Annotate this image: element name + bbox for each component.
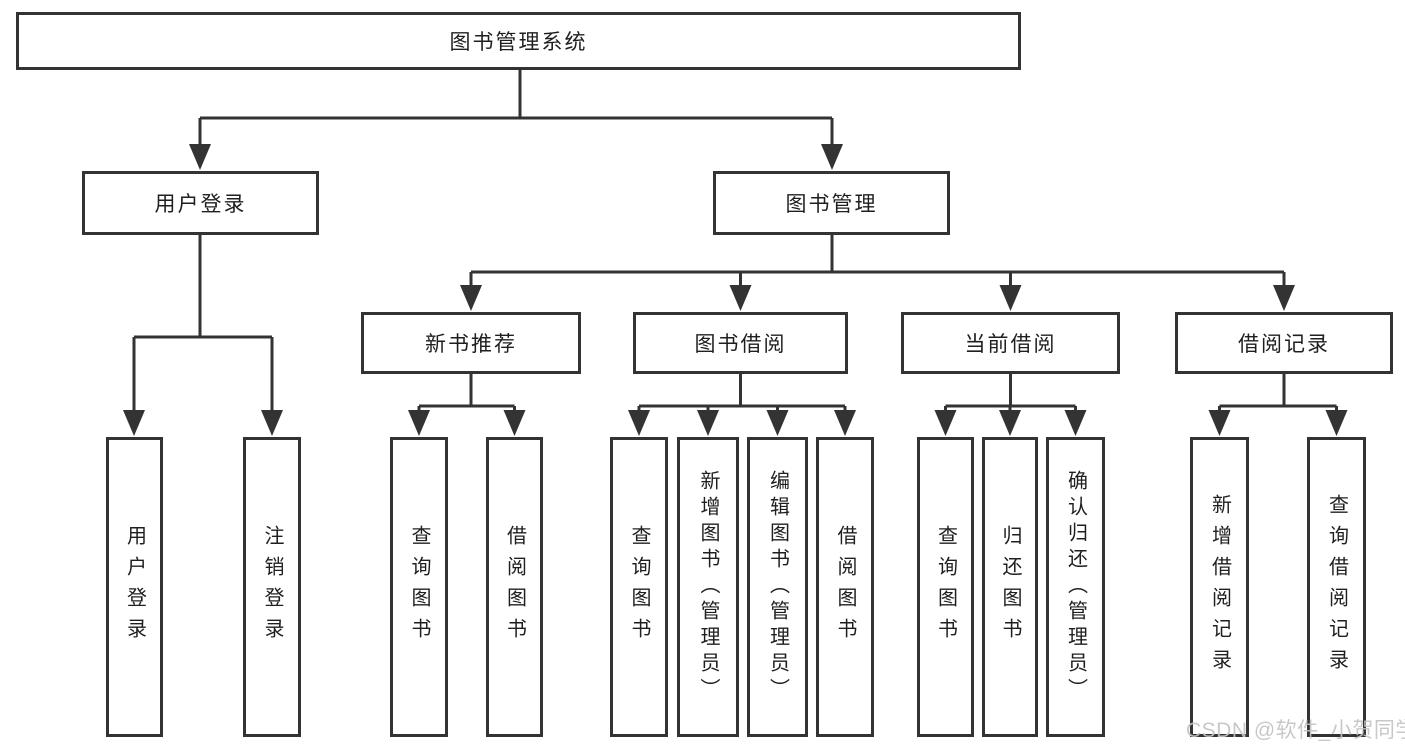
node-root: 图书管理系统 xyxy=(16,12,1021,70)
arrowhead xyxy=(460,285,482,311)
leaf-query-books-current-label: 查询图书 xyxy=(934,525,957,649)
connector-book-mgmt-branch xyxy=(469,235,1286,287)
leaf-borrow-books-recommend-label: 借阅图书 xyxy=(503,525,526,649)
arrowhead xyxy=(628,410,650,436)
leaf-query-books-recommend: 查询图书 xyxy=(390,437,448,737)
arrowhead xyxy=(1325,410,1348,436)
leaf-borrow-books-recommend: 借阅图书 xyxy=(486,437,543,737)
leaf-user-login-label: 用户登录 xyxy=(123,525,146,649)
arrowhead xyxy=(1273,285,1295,311)
leaf-add-borrow-record: 新增借阅记录 xyxy=(1190,437,1249,737)
leaf-query-books-recommend-label: 查询图书 xyxy=(408,525,430,649)
node-new-book-recommend-label: 新书推荐 xyxy=(425,333,517,356)
node-book-management-label: 图书管理 xyxy=(785,193,878,216)
connector-borrow-records-branch xyxy=(1218,374,1338,412)
leaf-query-books-current: 查询图书 xyxy=(917,437,974,737)
leaf-add-book-admin: 新增图书（管理员） xyxy=(677,437,739,737)
leaf-add-book-admin-label: 新增图书（管理员） xyxy=(697,470,719,704)
arrowhead xyxy=(729,285,752,311)
leaf-query-borrow-record: 查询借阅记录 xyxy=(1307,437,1366,737)
leaf-query-books-borrow: 查询图书 xyxy=(610,437,668,737)
node-root-label: 图书管理系统 xyxy=(449,31,588,54)
node-user-login-label: 用户登录 xyxy=(154,193,247,216)
csdn-watermark: CSDN @软件_小贺同学 xyxy=(1186,719,1405,742)
leaf-confirm-return-admin: 确认归还（管理员） xyxy=(1046,437,1105,737)
connector-level1-stubs xyxy=(198,118,834,146)
arrowhead xyxy=(123,410,145,436)
connector-new-book-branch xyxy=(417,374,516,412)
arrowhead xyxy=(261,410,283,436)
leaf-user-login: 用户登录 xyxy=(106,437,163,737)
arrowhead xyxy=(1208,410,1231,436)
arrowhead xyxy=(999,285,1022,311)
leaf-return-book: 归还图书 xyxy=(982,437,1038,737)
arrowhead xyxy=(1064,410,1087,436)
leaf-confirm-return-admin-label: 确认归还（管理员） xyxy=(1064,470,1087,704)
arrowhead xyxy=(999,410,1021,436)
arrowhead xyxy=(934,410,957,436)
arrowhead xyxy=(821,144,843,170)
arrowhead xyxy=(408,410,430,436)
arrowhead xyxy=(697,410,719,436)
node-current-borrow-label: 当前借阅 xyxy=(964,333,1057,356)
connector-user-login-branch xyxy=(132,235,274,412)
node-borrow-records-label: 借阅记录 xyxy=(1238,333,1330,356)
node-book-management: 图书管理 xyxy=(713,171,950,235)
leaf-edit-book-admin: 编辑图书（管理员） xyxy=(747,437,808,737)
node-borrow-records: 借阅记录 xyxy=(1175,312,1393,374)
leaf-query-books-borrow-label: 查询图书 xyxy=(628,525,650,649)
node-new-book-recommend: 新书推荐 xyxy=(361,312,581,374)
leaf-add-borrow-record-label: 新增借阅记录 xyxy=(1208,494,1231,680)
arrowhead xyxy=(189,144,211,170)
leaf-borrow-books-label: 借阅图书 xyxy=(834,525,856,649)
arrowhead xyxy=(834,410,856,436)
node-book-borrow: 图书借阅 xyxy=(633,312,848,374)
leaf-borrow-books: 借阅图书 xyxy=(816,437,874,737)
node-current-borrow: 当前借阅 xyxy=(901,312,1120,374)
connector-book-borrow-branch xyxy=(637,374,847,412)
leaf-logout-label: 注销登录 xyxy=(261,525,283,649)
leaf-logout: 注销登录 xyxy=(243,437,301,737)
arrowhead xyxy=(503,410,526,436)
leaf-query-borrow-record-label: 查询借阅记录 xyxy=(1325,494,1348,680)
leaf-edit-book-admin-label: 编辑图书（管理员） xyxy=(766,470,789,704)
arrowhead xyxy=(766,410,789,436)
connector-current-borrow-branch xyxy=(944,374,1077,412)
node-user-login: 用户登录 xyxy=(82,171,319,235)
leaf-return-book-label: 归还图书 xyxy=(999,525,1021,649)
node-book-borrow-label: 图书借阅 xyxy=(694,333,787,356)
